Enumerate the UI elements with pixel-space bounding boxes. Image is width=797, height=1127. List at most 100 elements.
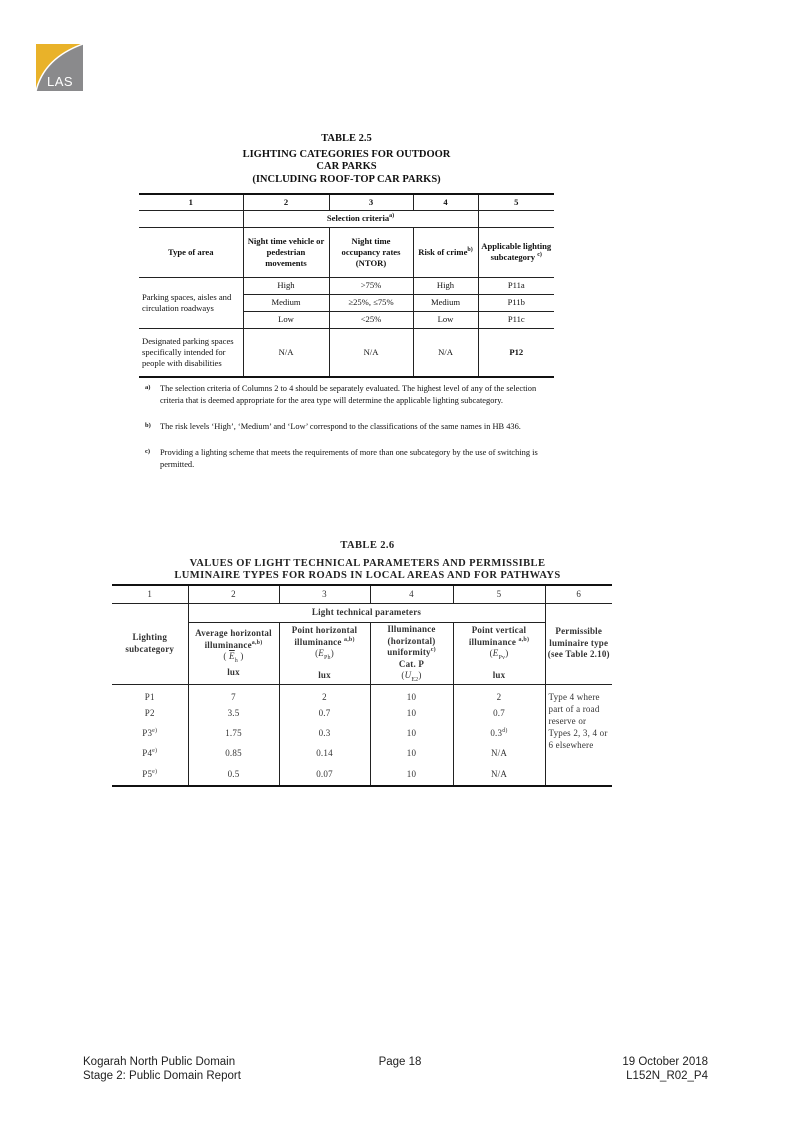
area-cell: Parking spaces, aisles and circulation r… [139,276,244,329]
footnote-ref: a) [389,213,395,220]
subcategory-cell: P3e) [112,724,189,744]
header-row: Average horizontal illuminancea,b)( Eh )… [112,621,612,685]
las-logo: LAS [36,44,83,91]
symbol: U [404,670,412,681]
cell: 0.7 [452,704,545,724]
category-text: Cat. P [398,658,425,669]
symbol: E [318,648,324,658]
luminaire-type-cell: Type 4 where part of a road reserve or T… [544,683,612,786]
subcategory-cell: P2 [112,704,189,724]
table-row: P2 3.5 0.7 10 0.7 [112,704,612,724]
cell: Low [243,310,330,329]
table-2-6-heading: TABLE 2.6 VALUES OF LIGHT TECHNICAL PARA… [112,540,623,583]
header-text: Risk of crime [418,246,468,257]
header-point-vertical: Point vertical illuminance a,b)(EPv)lux [452,621,545,685]
cell: 0.07 [278,764,371,786]
unit: lux [227,666,240,677]
footnote-c: c) Providing a lighting scheme that meet… [145,447,560,470]
cell: Low [412,310,479,329]
header-text: Selection criteria [326,213,390,223]
table-2-5: 1 2 3 4 5 Selection criteriaa) Type of a… [139,193,554,378]
cell: 10 [369,724,454,744]
value: 0.3 [490,728,503,739]
footnote-ref: c) [430,647,436,654]
subcategory: P3 [142,728,153,739]
cell: P11c [477,310,554,329]
cell: 0.14 [278,744,371,764]
header-text: Point horizontal illuminance [291,625,358,647]
subcategory-cell: P4e) [112,744,189,764]
footnote-mark: b) [145,422,151,429]
cell: N/A [328,327,414,378]
footnote-ref: e) [152,728,158,735]
symbol-sub: Ph [323,654,331,661]
col-number: 3 [328,193,414,211]
header-point-horizontal: Point horizontal illuminance a,b)(EPh)lu… [278,621,371,685]
cell: Medium [243,293,330,312]
report-name: Stage 2: Public Domain Report [83,1070,241,1082]
footnote-ref: a,b) [518,636,530,643]
cell: ≥25%, ≤75% [328,293,414,312]
cell: 10 [369,684,454,704]
footnote-text: Providing a lighting scheme that meets t… [160,448,538,469]
symbol-sub: E2 [411,677,419,684]
table-title-line: (INCLUDING ROOF-TOP CAR PARKS) [252,173,441,185]
table-2-6: 1 2 3 4 5 6 Lighting subcategory Light t… [112,584,612,787]
cell: 10 [369,704,454,724]
col-number: 2 [242,193,330,211]
table-title-line: LUMINAIRE TYPES FOR ROADS IN LOCAL AREAS… [174,570,561,581]
cell: 10 [369,744,454,764]
header-luminaire-type: Permissible luminaire type (see Table 2.… [544,602,612,685]
cell: 0.85 [187,744,280,764]
cell: 3.5 [187,704,280,724]
unit: lux [492,669,506,680]
cell: N/A [452,764,545,786]
subcategory: P4 [142,748,153,759]
cell: 0.3 [278,724,371,744]
light-technical-parameters-header: Light technical parameters [187,602,546,623]
footnote-ref: d) [502,728,508,735]
table-row: P1 7 2 10 2 Type 4 where part of a road … [112,683,612,786]
cell: 1.75 [187,724,280,744]
col-number: 4 [369,584,454,604]
header-subcategory: Applicable lighting subcategory c) [477,226,554,278]
col-number: 6 [544,584,612,604]
table-title-line: LIGHTING CATEGORIES FOR OUTDOOR [242,148,451,160]
table-2-5-heading: TABLE 2.5 LIGHTING CATEGORIES FOR OUTDOO… [139,133,554,186]
subcategory: P1 [144,691,155,702]
header-text: Applicable lighting subcategory [481,241,552,262]
header-movements: Night time vehicle or pedestrian movemen… [242,226,330,278]
unit: lux [318,669,331,680]
empty-cell [477,209,554,228]
header-type-of-area: Type of area [139,226,244,278]
selection-criteria-row: Selection criteriaa) [139,209,554,228]
footnote-ref: b) [467,246,473,253]
col-number: 5 [477,193,554,211]
header-text: Type of area [167,246,214,257]
table-row: Designated parking spaces specifically i… [139,327,554,378]
table-row: P3e) 1.75 0.3 10 0.3d) [112,724,612,744]
subcategory: P2 [144,708,155,719]
empty-cell [139,209,244,228]
project-name: Kogarah North Public Domain [83,1056,236,1068]
footnote-text: The selection criteria of Columns 2 to 4… [160,384,537,405]
symbol: E [492,648,499,658]
cell: 2 [278,684,371,704]
cell: P11a [477,276,554,295]
report-reference: L152N_R02_P4 [626,1070,708,1082]
column-number-row: 1 2 3 4 5 6 [112,584,612,604]
area-cell: Designated parking spaces specifically i… [139,327,244,378]
header-average-horizontal: Average horizontal illuminancea,b)( Eh )… [188,621,280,685]
cell: P11b [477,293,554,312]
header-text: Average horizontal illuminance [195,628,272,650]
group-header-row: Lighting subcategory Light technical par… [112,602,612,685]
footnote-ref: e) [152,748,158,755]
header-text: Night time occupancy rates (NTOR) [341,235,401,268]
cell: 0.5 [187,764,280,786]
page-number: Page 18 [378,1056,422,1068]
cell: 2 [452,684,546,704]
header-text: Night time vehicle or pedestrian movemen… [247,235,325,268]
col-number: 2 [187,584,280,604]
footnote-a: a) The selection criteria of Columns 2 t… [145,383,560,406]
logo-text: LAS [47,74,74,89]
